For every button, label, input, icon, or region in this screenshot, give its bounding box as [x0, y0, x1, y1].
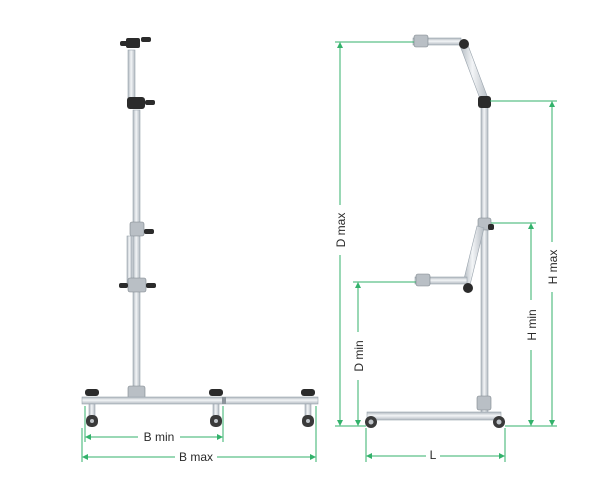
front-knob-3	[301, 389, 315, 396]
label-h-max: H max	[546, 250, 560, 285]
side-top-clamp	[413, 34, 429, 48]
side-lower-knob	[463, 283, 473, 293]
side-upper-joint	[478, 96, 491, 108]
side-upper-arm	[458, 39, 490, 105]
front-top-clamp	[120, 37, 151, 48]
side-base-collar	[476, 395, 492, 411]
dimension-b-max: B max	[81, 406, 317, 464]
label-b-min: B min	[144, 430, 175, 444]
front-base-splice	[222, 397, 226, 404]
front-base-bar	[81, 396, 319, 405]
side-mast	[480, 103, 489, 417]
side-base-bar	[366, 411, 502, 421]
dimension-h-max: H max	[490, 100, 560, 427]
front-caster-3	[302, 403, 314, 427]
side-wheel-right	[493, 416, 505, 428]
label-b-max: B max	[179, 450, 213, 464]
dimension-length: L	[365, 428, 506, 462]
label-d-min: D min	[352, 340, 366, 371]
front-lower-clamp	[119, 277, 156, 293]
dimension-d-min: D min	[350, 281, 416, 426]
dimension-h-min: H min	[491, 222, 539, 426]
label-d-max: D max	[334, 213, 348, 248]
side-view-stand	[365, 34, 505, 428]
label-length: L	[430, 448, 437, 462]
dimension-b-min: B min	[84, 406, 224, 444]
front-view-stand	[81, 37, 319, 427]
front-caster-1	[86, 403, 98, 427]
front-knob-2	[209, 389, 223, 396]
front-mast	[132, 109, 141, 401]
front-upper-joint	[127, 97, 155, 109]
side-lower-clamp	[415, 273, 431, 287]
side-wheel-left	[365, 416, 377, 428]
dimension-d-max: D max	[332, 41, 414, 427]
front-middle-clamp	[126, 221, 154, 285]
front-knob-1	[85, 389, 99, 396]
label-h-min: H min	[525, 309, 539, 340]
side-top-knob	[459, 39, 469, 49]
side-lower-holder	[414, 276, 468, 285]
front-caster-2	[210, 403, 222, 427]
